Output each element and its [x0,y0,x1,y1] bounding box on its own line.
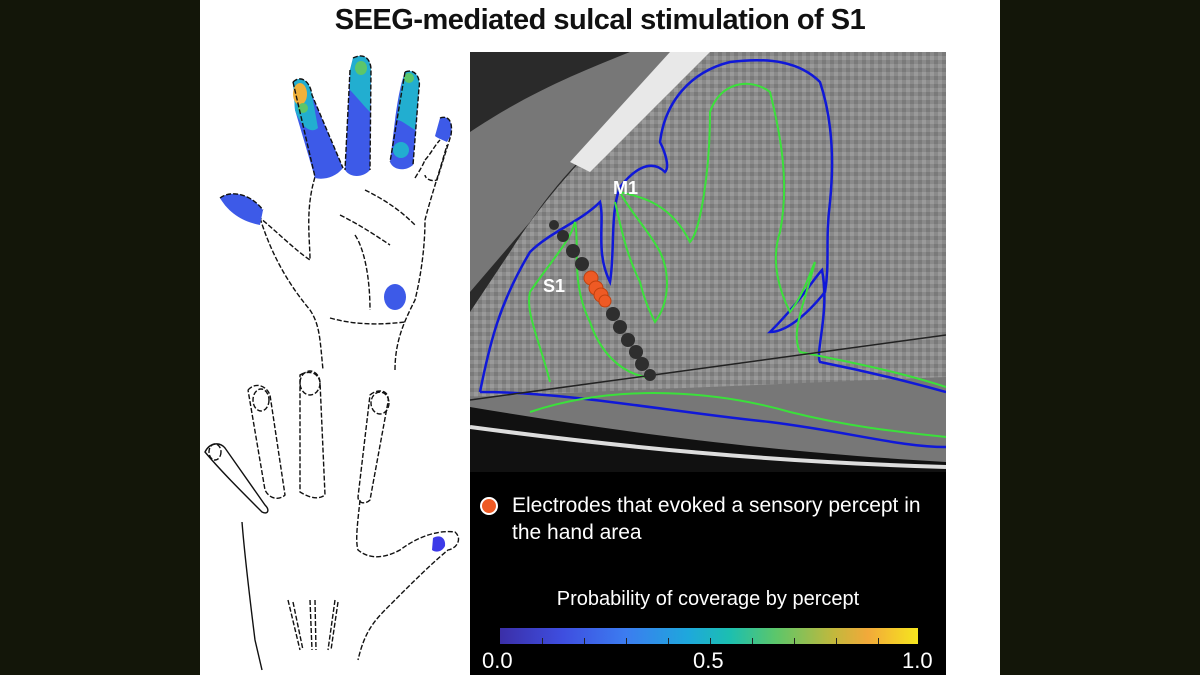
electrode-array [549,220,656,381]
colorbar-tick [752,638,753,644]
mri-slice-image: M1 S1 [470,52,946,472]
colorbar-title: Probability of coverage by percept [556,588,860,610]
colorbar-tick [794,638,795,644]
colorbar-tick [878,638,879,644]
colorbar-min-label: 0.0 [482,648,513,673]
active-electrode-icon [480,497,498,515]
pial-contour [478,58,946,449]
colorbar-tick [710,638,711,644]
electrode-legend-text: Electrodes that evoked a sensory percept… [512,494,921,544]
colorbar-tick [626,638,627,644]
mri-panel: M1 S1 Electrodes that evoked a [470,52,946,675]
palm-region [384,284,406,310]
figure-panel: SEEG-mediated sulcal stimulation of S1 [200,0,1000,675]
label-m1: M1 [613,178,638,198]
white-matter-contour [528,82,946,438]
dorsal-hand-diagram [204,370,460,671]
label-s1: S1 [543,276,565,296]
palmar-hand-diagram [219,55,453,370]
thumb-tip-region [220,193,263,225]
little-finger-tip-region [435,117,452,142]
colorbar-tick [668,638,669,644]
colorbar-mid-label: 0.5 [693,648,724,673]
colorbar-tick [542,638,543,644]
colorbar-tick [836,638,837,644]
figure-title: SEEG-mediated sulcal stimulation of S1 [334,4,866,36]
colorbar-max-label: 1.0 [902,648,933,673]
colorbar-tick [584,638,585,644]
dorsal-thumb-tip-region [432,536,446,552]
colorbar [500,628,918,644]
